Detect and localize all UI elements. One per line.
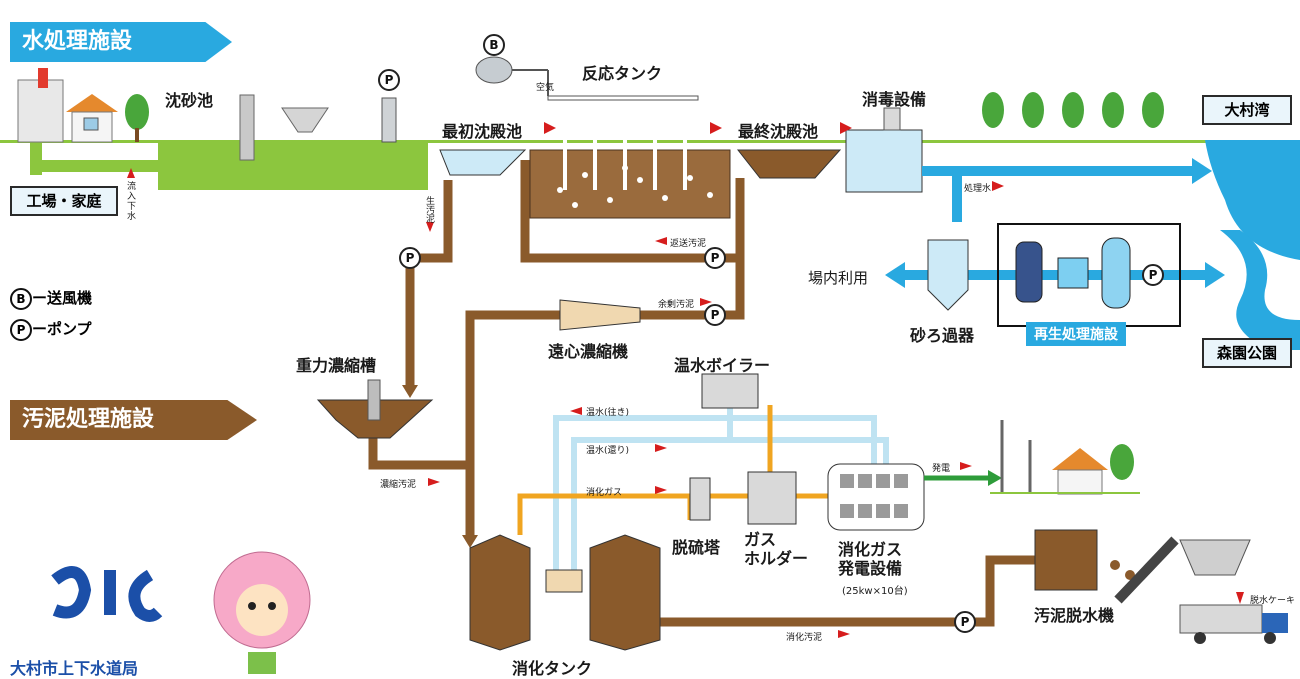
hot-water-back-label: 温水(還り): [586, 446, 630, 456]
tree-row-icon: [982, 92, 1164, 128]
desulfurization-tower: [689, 477, 711, 521]
conveyor: [1114, 536, 1179, 604]
digestion-gas-label: 消化ガス: [586, 488, 623, 498]
raw-sludge-label: 生汚泥: [426, 197, 436, 225]
organization-name: 大村市上下水道局: [10, 659, 139, 678]
grit-chamber-basin: [158, 142, 428, 190]
boiler-label: 温水ボイラー: [674, 356, 771, 375]
dewatering-label: 汚泥脱水機: [1034, 606, 1115, 625]
house-icon: [1052, 448, 1108, 495]
gravity-thickener-label: 重力濃縮槽: [296, 356, 377, 375]
mascot-character: [213, 551, 311, 674]
reaction-tank: [529, 149, 731, 219]
disinfection-tank: [845, 129, 923, 193]
grit-chamber-label: 沈砂池: [165, 91, 214, 110]
onsite-use-label: 場内利用: [808, 269, 869, 287]
cake-hopper: [1179, 539, 1251, 576]
svg-text:B: B: [489, 38, 498, 52]
primary-sedimentation-basin: [439, 149, 527, 176]
sludge-dewatering-machine: [1034, 529, 1098, 591]
river: [1220, 230, 1300, 350]
svg-text:P: P: [711, 308, 720, 322]
svg-text:P: P: [385, 73, 394, 87]
factory-icon: [17, 68, 64, 143]
inflow-pipe: [30, 160, 158, 172]
ground-line: [0, 140, 1300, 143]
tree-icon: [125, 94, 149, 142]
bureau-logo-icon: [51, 566, 163, 622]
reaction-tank-label: 反応タンク: [582, 64, 663, 83]
centrifugal-thickener: [559, 299, 641, 331]
pump-symbol: P: [10, 319, 32, 341]
treated-water-label: 処理水: [964, 184, 992, 194]
final-sedimentation-label: 最終沈殿池: [738, 122, 819, 141]
svg-text:P: P: [961, 615, 970, 629]
blower: [475, 56, 549, 96]
treated-water-pipe: [922, 166, 1192, 176]
screen-machine: [239, 94, 255, 161]
gas-power-label: 消化ガス 発電設備: [838, 540, 903, 578]
gas-holder: [747, 471, 797, 525]
air-label: 空気: [536, 83, 555, 93]
centrifugal-thickener-label: 遠心濃縮機: [548, 342, 629, 361]
thickened-sludge-label: 濃縮汚泥: [380, 480, 417, 490]
truck-icon: [1179, 604, 1288, 644]
reuse-water-pipe: [905, 270, 1205, 280]
digestion-tank-1: [469, 534, 531, 651]
factory-home-label: 工場・家庭: [10, 186, 118, 216]
tree-icon: [1110, 444, 1134, 480]
sludge-pipes: [368, 160, 1035, 627]
gas-holder-label: ガス ホルダー: [744, 530, 809, 568]
grit-hopper: [281, 107, 329, 133]
digestion-tank-label: 消化タンク: [512, 659, 593, 678]
desulfurization-label: 脱硫塔: [672, 538, 721, 557]
gas-generator: [827, 463, 925, 531]
disinfection-label: 消毒設備: [862, 90, 927, 109]
sand-filter-label: 砂ろ過器: [910, 326, 975, 345]
power-spec-label: (25kw×10台): [842, 586, 908, 597]
return-sludge-label: 返送汚泥: [670, 239, 707, 249]
blower-b-icon: [483, 34, 505, 56]
sand-filter: [927, 239, 969, 311]
bay-label: 大村湾: [1202, 95, 1292, 125]
house-icon: [66, 94, 118, 143]
svg-text:P: P: [1149, 268, 1158, 282]
heat-exchanger: [545, 569, 583, 593]
water-section-banner: 水処理施設: [10, 22, 232, 62]
park-label: 森園公園: [1202, 338, 1292, 368]
hot-water-out-label: 温水(往き): [586, 408, 630, 418]
blower-legend-text: ー送風機: [32, 289, 93, 307]
digestion-tank-2: [589, 534, 661, 651]
svg-text:P: P: [406, 251, 415, 265]
svg-text:P: P: [711, 251, 720, 265]
digested-sludge-label: 消化汚泥: [786, 633, 823, 643]
flow-arrows: [127, 122, 1244, 638]
hot-water-boiler: [701, 373, 759, 409]
primary-sedimentation-label: 最初沈殿池: [442, 122, 523, 141]
sludge-section-banner: 汚泥処理施設: [10, 400, 257, 440]
inflow-label: 流入下水: [127, 182, 137, 222]
pump-legend-text: ーポンプ: [32, 320, 92, 338]
blower-symbol: B: [10, 288, 32, 310]
dewatered-cake-label: 脱水ケーキ: [1250, 596, 1296, 606]
pump-icon: [378, 69, 1164, 633]
power-generation-label: 発電: [932, 464, 951, 474]
bay-water: [1205, 140, 1300, 260]
excess-sludge-label: 余剰汚泥: [658, 300, 695, 310]
utility-pole-icon: [1000, 420, 1032, 492]
final-sedimentation-basin: [736, 149, 842, 179]
air-diffuser-pipes: [563, 98, 687, 190]
reclaim-facility-label: 再生処理施設: [1026, 322, 1126, 346]
